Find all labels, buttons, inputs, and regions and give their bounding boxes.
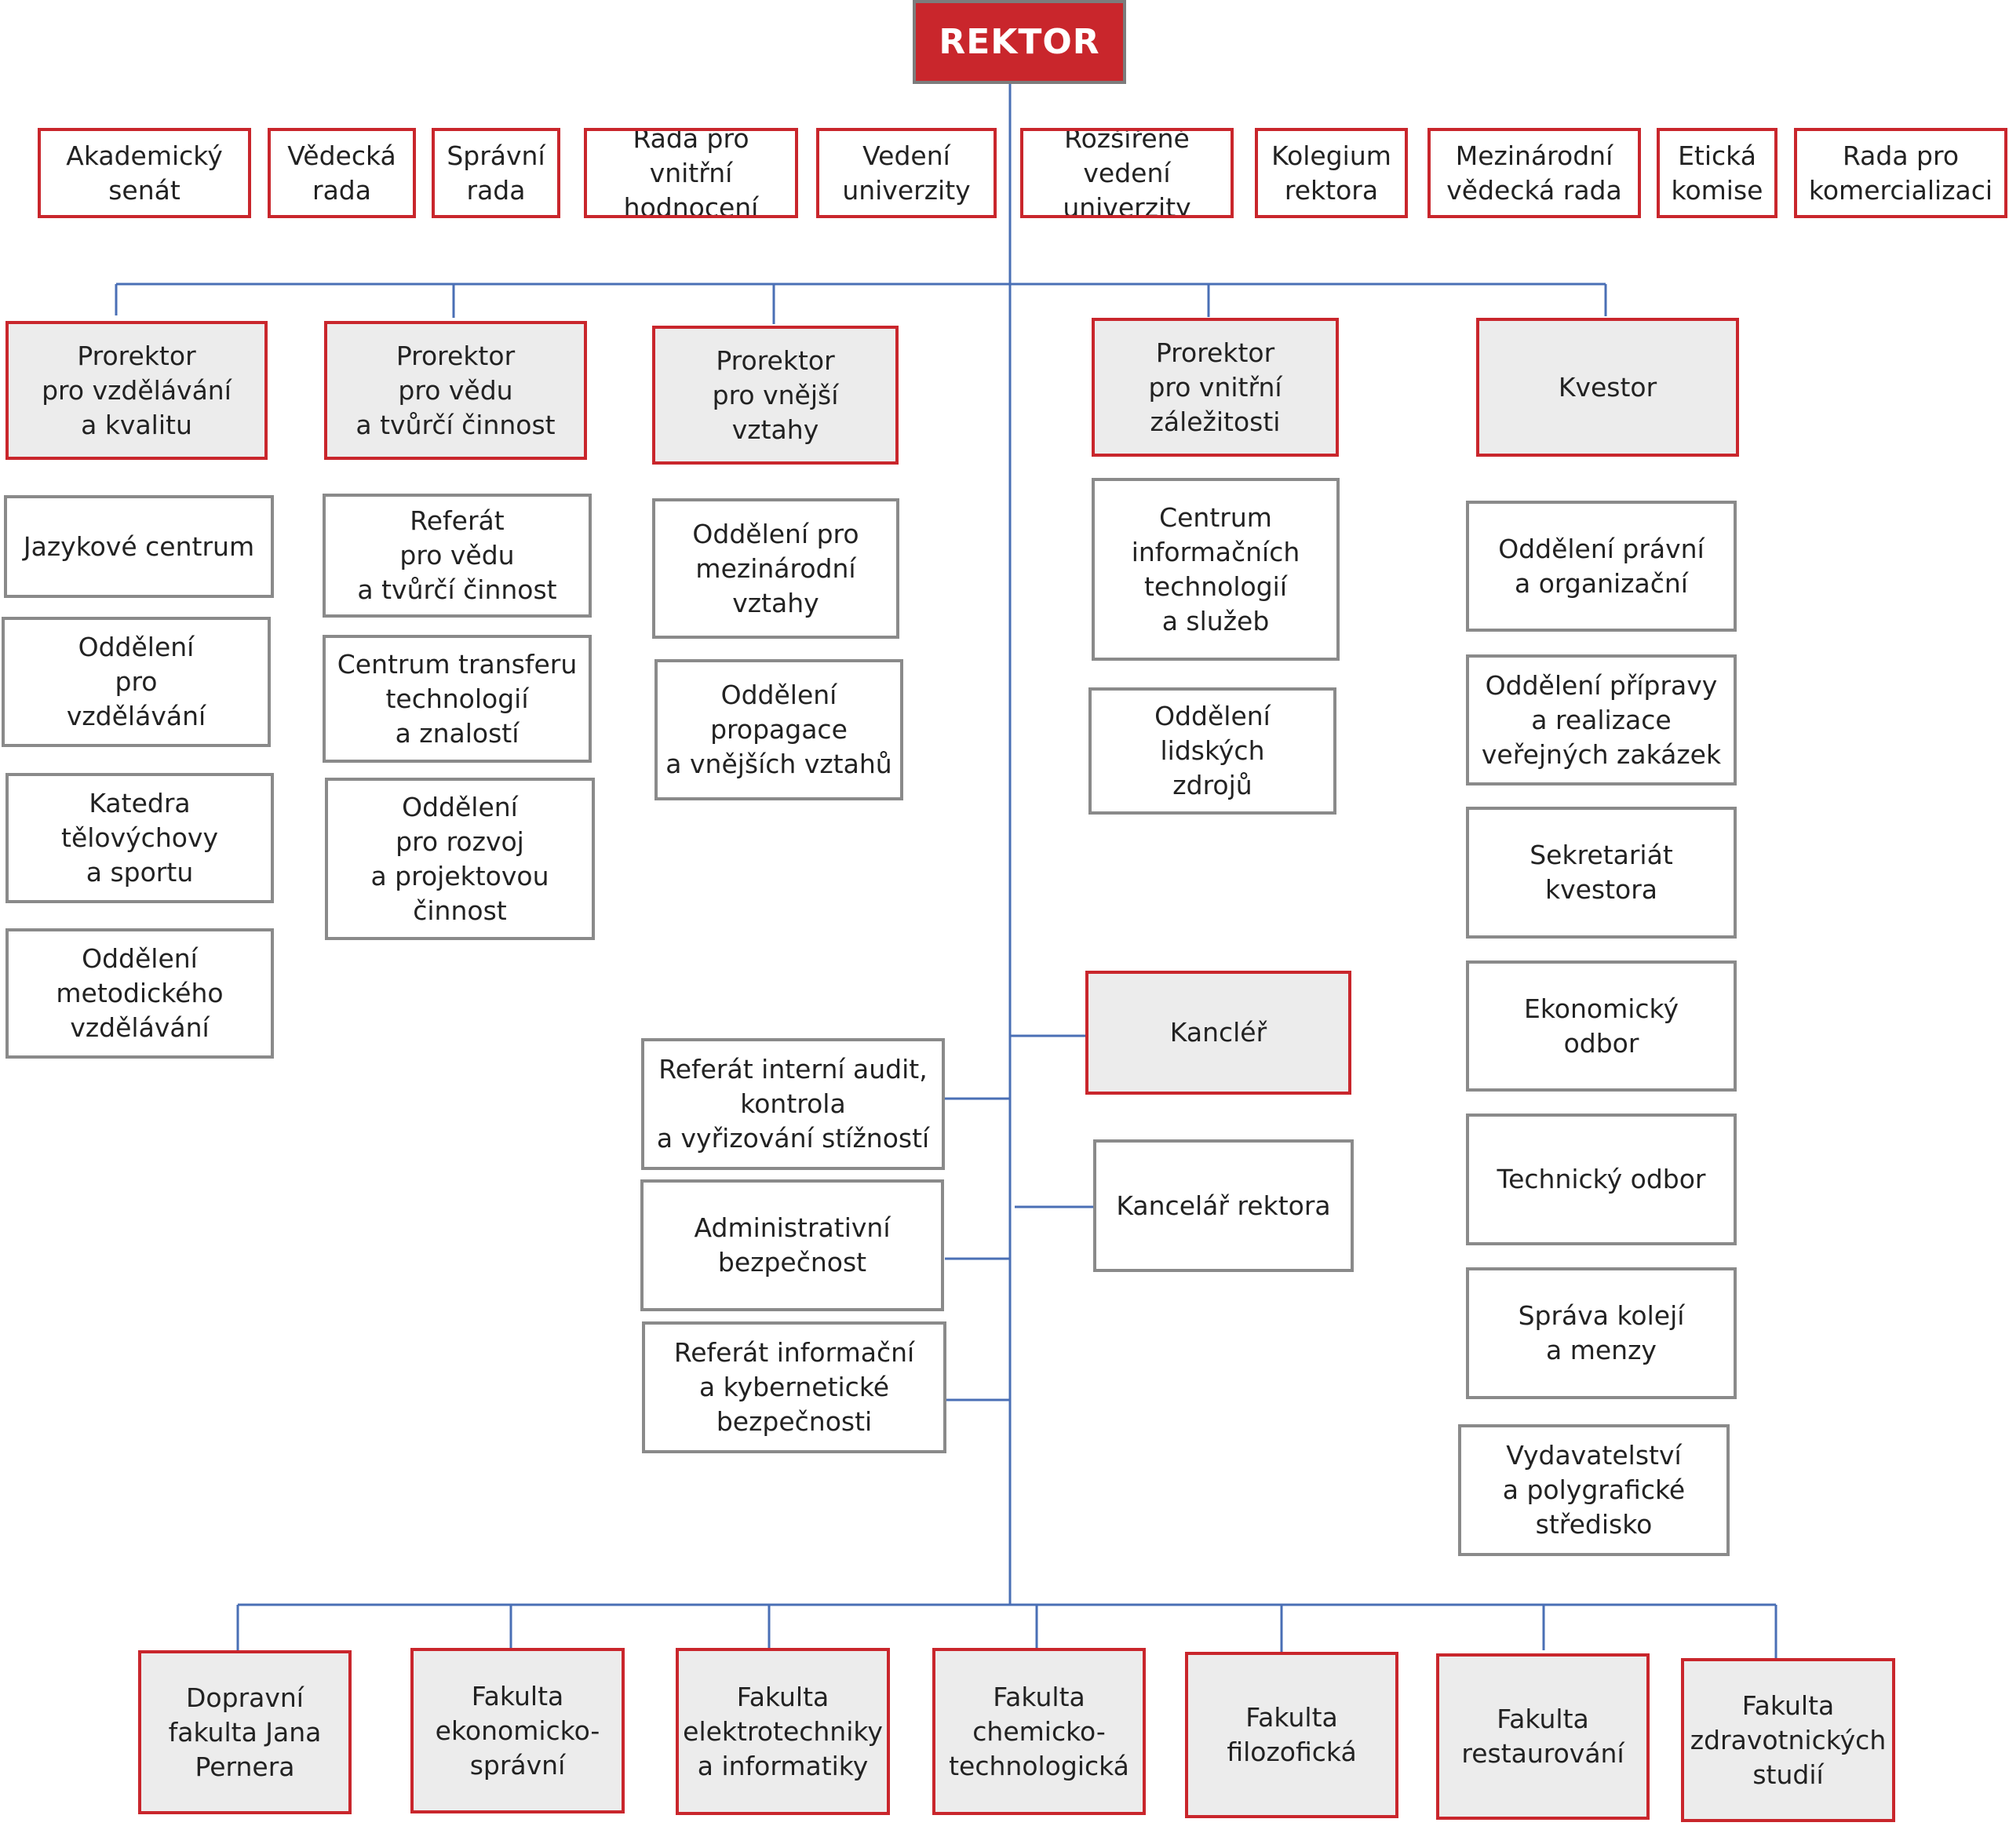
kancler-label: Kancléř — [1169, 1017, 1267, 1048]
council-eticka-komise: Etická komise — [1657, 128, 1777, 218]
unit-oddeleni-zakazek: Oddělení přípravy a realizace veřejných … — [1466, 654, 1737, 785]
council-label: Rada pro komercializaci — [1808, 140, 1993, 206]
faculty-filozoficka: Fakulta filozofická — [1185, 1652, 1398, 1818]
unit-label: Administrativní bezpečnost — [694, 1212, 891, 1278]
unit-label: Správa kolejí a menzy — [1518, 1300, 1685, 1365]
faculty-zdravotnickych-studii: Fakulta zdravotnických studií — [1681, 1658, 1895, 1822]
unit-sprava-koleji: Správa kolejí a menzy — [1466, 1267, 1737, 1399]
unit-label: Referát pro vědu a tvůrčí činnost — [357, 505, 557, 605]
unit-label: Oddělení pro vzdělávání — [66, 632, 206, 731]
faculty-label: Fakulta elektrotechniky a informatiky — [683, 1681, 883, 1781]
council-rada-komercializaci: Rada pro komercializaci — [1794, 128, 2007, 218]
faculty-restaurovani: Fakulta restaurování — [1436, 1653, 1650, 1820]
faculty-label: Fakulta ekonomicko- správní — [435, 1680, 600, 1781]
faculty-label: Fakulta restaurování — [1461, 1704, 1624, 1769]
council-label: Akademický senát — [66, 140, 223, 206]
unit-jazykove-centrum: Jazykové centrum — [4, 495, 274, 598]
kancelar-rektora-label: Kancelář rektora — [1116, 1190, 1331, 1221]
council-label: Rada pro vnitřní hodnocení — [623, 128, 759, 218]
unit-label: Technický odbor — [1497, 1164, 1706, 1194]
council-label: Kolegium rektora — [1271, 140, 1391, 206]
rektor-box: REKTOR — [913, 0, 1126, 84]
council-kolegium-rektora: Kolegium rektora — [1255, 128, 1408, 218]
exec-prorektor-veda: Prorektor pro vědu a tvůrčí činnost — [324, 321, 587, 460]
council-rada-vnitrni-hodnoceni: Rada pro vnitřní hodnocení — [584, 128, 798, 218]
unit-label: Referát informační a kybernetické bezpeč… — [673, 1337, 915, 1437]
council-rozsirene-vedeni: Rozšířené vedení univerzity — [1020, 128, 1234, 218]
rektor-label: REKTOR — [939, 22, 1100, 62]
council-label: Vědecká rada — [287, 140, 396, 206]
faculty-label: Fakulta filozofická — [1227, 1702, 1357, 1767]
unit-centrum-transferu: Centrum transferu technologií a znalostí — [323, 635, 592, 763]
faculty-chemicko-technologicka: Fakulta chemicko- technologická — [932, 1648, 1146, 1815]
unit-ekonomicky-odbor: Ekonomický odbor — [1466, 960, 1737, 1092]
unit-oddeleni-metodickeho: Oddělení metodického vzdělávání — [5, 928, 274, 1059]
unit-oddeleni-pravni: Oddělení právní a organizační — [1466, 501, 1737, 632]
exec-prorektor-vzdelavani: Prorektor pro vzdělávání a kvalitu — [5, 321, 268, 460]
unit-label: Katedra tělovýchovy a sportu — [61, 788, 218, 888]
unit-label: Vydavatelství a polygrafické středisko — [1502, 1440, 1686, 1540]
unit-label: Sekretariát kvestora — [1530, 840, 1673, 905]
exec-label: Prorektor pro vnitřní záležitosti — [1148, 337, 1282, 437]
unit-label: Referát interní audit, kontrola a vyřizo… — [656, 1054, 930, 1154]
unit-label: Oddělení pro mezinárodní vztahy — [692, 518, 859, 618]
unit-label: Centrum informačních technologií a služe… — [1131, 501, 1300, 636]
unit-label: Centrum transferu technologií a znalostí — [337, 648, 578, 749]
faculty-label: Fakulta chemicko- technologická — [949, 1681, 1129, 1781]
exec-label: Prorektor pro vědu a tvůrčí činnost — [355, 340, 556, 440]
exec-prorektor-vnejsi-vztahy: Prorektor pro vnější vztahy — [652, 326, 899, 465]
unit-oddeleni-lidskych-zdroju: Oddělení lidských zdrojů — [1088, 687, 1336, 815]
exec-label: Kvestor — [1558, 371, 1657, 403]
faculty-dopravni: Dopravní fakulta Jana Pernera — [138, 1650, 352, 1814]
unit-referat-kyberneticke: Referát informační a kybernetické bezpeč… — [642, 1321, 946, 1453]
faculty-label: Dopravní fakulta Jana Pernera — [168, 1682, 322, 1782]
unit-katedra-telovychovy: Katedra tělovýchovy a sportu — [5, 773, 274, 903]
council-mezinarodni-vedecka-rada: Mezinárodní vědecká rada — [1427, 128, 1641, 218]
council-label: Mezinárodní vědecká rada — [1446, 140, 1622, 206]
exec-label: Prorektor pro vnější vztahy — [712, 344, 839, 445]
council-label: Správní rada — [447, 140, 545, 206]
unit-administrativni-bezpecnost: Administrativní bezpečnost — [640, 1179, 944, 1311]
exec-label: Prorektor pro vzdělávání a kvalitu — [42, 340, 232, 440]
council-label: Rozšířené vedení univerzity — [1063, 128, 1191, 218]
council-label: Etická komise — [1671, 140, 1763, 206]
unit-referat-veda: Referát pro vědu a tvůrčí činnost — [323, 494, 592, 618]
council-akademicky-senat: Akademický senát — [38, 128, 251, 218]
faculty-ekonomicko-spravni: Fakulta ekonomicko- správní — [410, 1648, 625, 1813]
unit-centrum-it: Centrum informačních technologií a služe… — [1092, 478, 1340, 661]
unit-technicky-odbor: Technický odbor — [1466, 1114, 1737, 1245]
council-label: Vedení univerzity — [842, 140, 971, 206]
unit-label: Oddělení propagace a vnějších vztahů — [665, 680, 892, 779]
unit-oddeleni-rozvoj: Oddělení pro rozvoj a projektovou činnos… — [325, 778, 595, 940]
unit-oddeleni-propagace: Oddělení propagace a vnějších vztahů — [654, 659, 903, 800]
unit-label: Oddělení pro rozvoj a projektovou činnos… — [370, 791, 549, 926]
unit-referat-interni-audit: Referát interní audit, kontrola a vyřizo… — [641, 1038, 945, 1170]
unit-label: Oddělení lidských zdrojů — [1154, 701, 1271, 800]
unit-label: Oddělení metodického vzdělávání — [56, 943, 224, 1043]
exec-prorektor-vnitrni-zalezitosti: Prorektor pro vnitřní záležitosti — [1092, 318, 1339, 457]
exec-kvestor: Kvestor — [1476, 318, 1739, 457]
council-spravni-rada: Správní rada — [432, 128, 560, 218]
unit-vydavatelstvi: Vydavatelství a polygrafické středisko — [1458, 1424, 1730, 1556]
faculty-elektrotechniky: Fakulta elektrotechniky a informatiky — [676, 1648, 890, 1815]
council-vedecka-rada: Vědecká rada — [268, 128, 416, 218]
unit-sekretariat-kvestora: Sekretariát kvestora — [1466, 807, 1737, 939]
unit-label: Oddělení právní a organizační — [1498, 533, 1705, 599]
unit-oddeleni-vzdelavani: Oddělení pro vzdělávání — [2, 617, 271, 747]
kancler-box: Kancléř — [1085, 971, 1351, 1095]
unit-label: Jazykové centrum — [23, 530, 255, 562]
unit-label: Oddělení přípravy a realizace veřejných … — [1481, 669, 1722, 770]
council-vedeni-univerzity: Vedení univerzity — [816, 128, 997, 218]
unit-label: Ekonomický odbor — [1523, 993, 1679, 1059]
unit-oddeleni-mezinarodni: Oddělení pro mezinárodní vztahy — [652, 498, 899, 639]
faculty-label: Fakulta zdravotnických studií — [1690, 1689, 1887, 1790]
kancelar-rektora-box: Kancelář rektora — [1093, 1139, 1354, 1272]
